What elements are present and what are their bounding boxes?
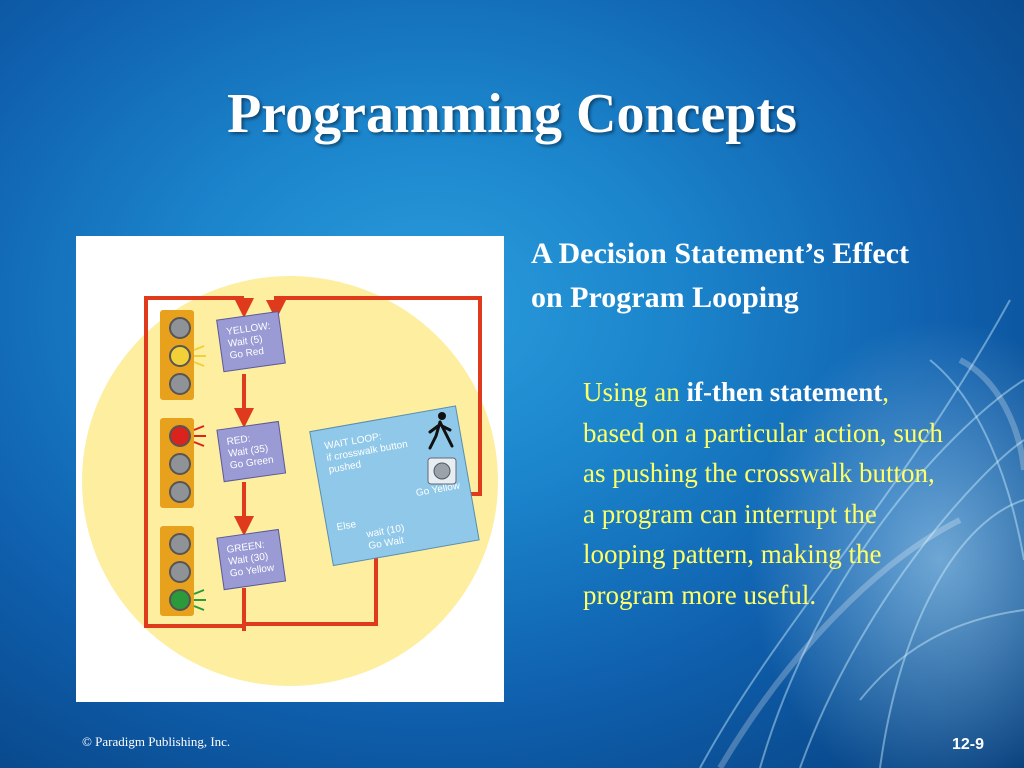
body-bold-term: if-then statement [686,377,883,407]
yellow-state-box: YELLOW: Wait (5) Go Red [216,310,286,373]
section-heading: A Decision Statement’s Effect on Program… [531,237,909,314]
wait-loop-panel: WAIT LOOP: if crosswalk button pushed Go… [309,405,480,567]
traffic-light-top-icon [160,310,206,400]
diagram-svg: YELLOW: Wait (5) Go Red RED: Wait (35) G… [82,276,498,686]
green-state-box: GREEN: Wait (30) Go Yellow [216,528,287,591]
yellow-line-2: Wait (5) [227,334,263,350]
body-paragraph: Using an if-then statement, based on a p… [583,372,943,615]
red-state-box: RED: Wait (35) Go Green [216,420,287,483]
page-number: 12-9 [951,736,984,753]
traffic-light-bottom-icon [160,526,206,616]
crosswalk-button-icon [427,457,457,485]
body-text-2: , based on a particular action, such as … [583,377,943,610]
else-label: Else [336,519,357,533]
body-text-1: Using an [583,377,687,407]
red-line-1: RED: [226,434,251,448]
green-line-1: GREEN: [226,540,266,556]
traffic-light-loop-diagram: YELLOW: Wait (5) Go Red RED: Wait (35) G… [76,236,504,702]
yellow-line-3: Go Red [229,346,265,362]
pedestrian-walking-icon [428,412,454,450]
copyright-footer: © Paradigm Publishing, Inc. [82,734,231,749]
slide-title: Programming Concepts [227,83,797,145]
traffic-light-middle-icon [160,418,206,508]
